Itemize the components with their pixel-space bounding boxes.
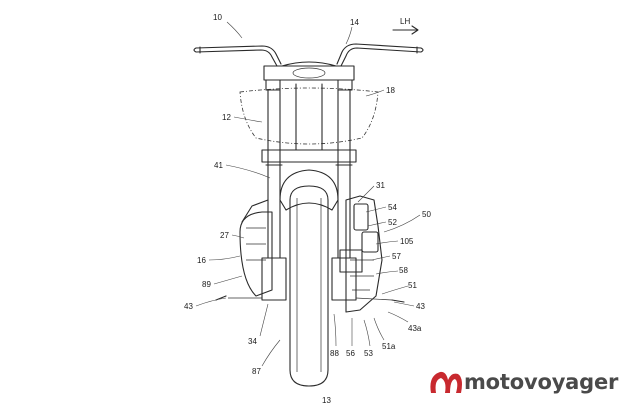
right-fork <box>335 89 353 259</box>
label-16: 16 <box>197 256 206 265</box>
handlebar <box>193 43 424 67</box>
label-57: 57 <box>392 252 401 261</box>
direction-label-lh: LH <box>400 17 410 26</box>
direction-arrow <box>392 25 419 35</box>
label-41: 41 <box>214 161 223 170</box>
label-54: 54 <box>388 203 397 212</box>
label-87: 87 <box>252 367 261 376</box>
label-50: 50 <box>422 210 431 219</box>
front-fender <box>279 169 339 211</box>
label-51: 51 <box>408 281 417 290</box>
watermark-text: motovoyager <box>464 370 619 394</box>
label-53: 53 <box>364 349 373 358</box>
label-12: 12 <box>222 113 231 122</box>
label-52: 52 <box>388 218 397 227</box>
label-88: 88 <box>330 349 339 358</box>
front-tire <box>289 185 329 387</box>
label-10: 10 <box>213 13 222 22</box>
label-18: 18 <box>386 86 395 95</box>
motovoyager-watermark: motovoyager <box>430 370 619 394</box>
headlight-fairing <box>239 87 379 145</box>
motovoyager-logo-icon <box>430 371 462 393</box>
leader-lines <box>195 21 421 367</box>
label-13: 13 <box>322 396 331 405</box>
label-27: 27 <box>220 231 229 240</box>
label-43-right: 43 <box>416 302 425 311</box>
label-34: 34 <box>248 337 257 346</box>
label-105: 105 <box>400 237 414 246</box>
label-58: 58 <box>399 266 408 275</box>
label-56: 56 <box>346 349 355 358</box>
left-fork <box>265 89 283 259</box>
label-89: 89 <box>202 280 211 289</box>
label-51a: 51a <box>382 342 396 351</box>
label-31: 31 <box>376 181 385 190</box>
engine-block <box>239 211 273 297</box>
label-14: 14 <box>350 18 359 27</box>
right-drive-assembly <box>345 195 383 313</box>
top-clamp <box>263 61 355 81</box>
label-43a: 43a <box>408 324 422 333</box>
label-43-left: 43 <box>184 302 193 311</box>
